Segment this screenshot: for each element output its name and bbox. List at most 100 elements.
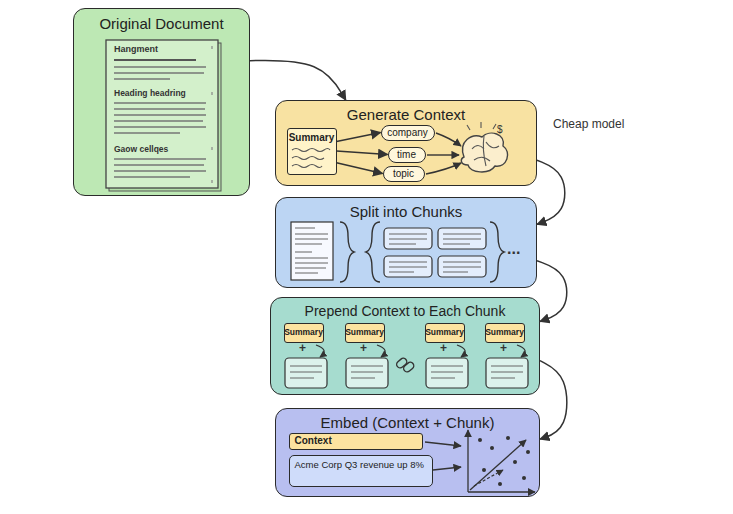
- brace: [340, 222, 354, 282]
- document-illustration: [114, 67, 206, 79]
- split-document-icon: [295, 228, 328, 273]
- chunk-block: [384, 256, 432, 277]
- document-illustration: [211, 46, 212, 183]
- tag-pill: topic: [383, 166, 425, 182]
- vector-plot: [513, 460, 517, 464]
- brain-icon: [461, 133, 507, 172]
- brace: [366, 222, 380, 282]
- vector-plot: [468, 491, 535, 492]
- stage-box: Prepend Context to Each ChunkSummary Summ…: [270, 297, 540, 395]
- node-text: Acme Corp Q3 revenue up 8%: [290, 456, 432, 471]
- stage-title: Embed (Context + Chunk): [276, 409, 539, 431]
- context-chunk: [426, 358, 468, 388]
- vector-plot: [482, 468, 486, 472]
- summary-scribble: [292, 149, 330, 168]
- vector-plot: [498, 482, 502, 486]
- vector-plot: [526, 450, 530, 454]
- link-icon: [395, 357, 415, 373]
- context-chunk: [285, 358, 327, 388]
- stage-box: Embed (Context + Chunk) ContextAcme Corp …: [275, 408, 540, 497]
- prepend-arrow: [517, 345, 525, 357]
- document-illustration: [114, 159, 206, 177]
- model-arrow: [426, 133, 461, 174]
- stage-box: Generate ContextSummary company time topic: [275, 100, 537, 186]
- context-chunk: [290, 366, 523, 378]
- vector-plot: [490, 446, 494, 450]
- embed-arrow: [425, 442, 461, 470]
- document-illustration: [114, 59, 196, 61]
- split-document-icon: [291, 222, 333, 280]
- vector-plot: [467, 430, 468, 492]
- summary-note: Summary: [345, 323, 385, 343]
- stage-title: Original Document: [74, 9, 249, 32]
- stage-box: Split into Chunks: [275, 197, 537, 288]
- document-illustration: [114, 103, 206, 133]
- flow-arrow: [540, 361, 567, 439]
- tag-pill: time: [388, 147, 426, 163]
- chunk-block: [384, 228, 432, 249]
- vector-plot: [478, 438, 482, 442]
- context-bar: Context: [289, 433, 423, 450]
- node-text: company: [387, 127, 428, 139]
- link-icon: [402, 361, 415, 373]
- vector-plot: [522, 476, 526, 480]
- stage-box: Original Document: [73, 8, 250, 196]
- prepend-arrow: [457, 345, 465, 357]
- summary-scribble: [292, 149, 330, 168]
- context-chunk: [346, 358, 388, 388]
- node-text: topic: [393, 168, 414, 180]
- annotation: Cheap model: [553, 118, 624, 131]
- vector-plot: [468, 430, 535, 492]
- split-document-icon: [291, 222, 333, 280]
- embed-arrow: [425, 442, 461, 446]
- flow-arrow: [250, 61, 346, 100]
- embed-arrow: [433, 467, 461, 470]
- brain-icon: [472, 136, 499, 166]
- vector-plot: [506, 436, 510, 440]
- brain-icon: [467, 122, 496, 130]
- summary-note: Summary: [425, 323, 465, 343]
- flow-arrow: [537, 261, 567, 322]
- node-text: Context: [290, 434, 422, 447]
- brace: [490, 222, 504, 282]
- node-text: Summary: [485, 328, 524, 338]
- chunk-text-box: Acme Corp Q3 revenue up 8%: [289, 455, 433, 487]
- context-chunk: [285, 358, 528, 388]
- chunk-block: [384, 228, 486, 277]
- vector-plot: [474, 470, 503, 486]
- summary-note: Summary: [485, 323, 525, 343]
- chunk-block: [438, 228, 486, 249]
- stage-title: Generate Context: [276, 101, 536, 123]
- summary-note: Summary: [287, 128, 337, 175]
- summary-note: Summary: [284, 323, 324, 343]
- chunk-block: [389, 234, 481, 272]
- prepend-arrow: [377, 345, 385, 357]
- node-text: Summary: [425, 328, 464, 338]
- tag-pill: company: [381, 125, 435, 141]
- model-arrow: [436, 133, 461, 146]
- flow-arrow: [337, 133, 381, 142]
- brace: [340, 222, 504, 282]
- flow-arrow: [537, 160, 565, 224]
- brain-icon: [461, 122, 507, 172]
- link-icon: [395, 357, 408, 369]
- node-text: Summary: [284, 328, 323, 338]
- prepend-arrow: [316, 345, 525, 357]
- document-illustration: [106, 40, 221, 191]
- node-text: time: [397, 149, 416, 161]
- stage-title: Split into Chunks: [276, 198, 536, 220]
- stage-title: Prepend Context to Each Chunk: [271, 298, 539, 319]
- context-chunk: [486, 358, 528, 388]
- flow-arrow: [337, 163, 383, 174]
- model-arrow: [427, 154, 459, 155]
- node-text: Summary: [288, 129, 336, 144]
- vector-plot: [470, 440, 526, 490]
- document-illustration: [106, 40, 218, 188]
- prepend-arrow: [316, 345, 324, 357]
- chunk-block: [438, 256, 486, 277]
- node-text: Summary: [345, 328, 384, 338]
- flow-arrow: [337, 151, 388, 155]
- model-arrow: [426, 163, 461, 174]
- document-illustration: [109, 43, 221, 191]
